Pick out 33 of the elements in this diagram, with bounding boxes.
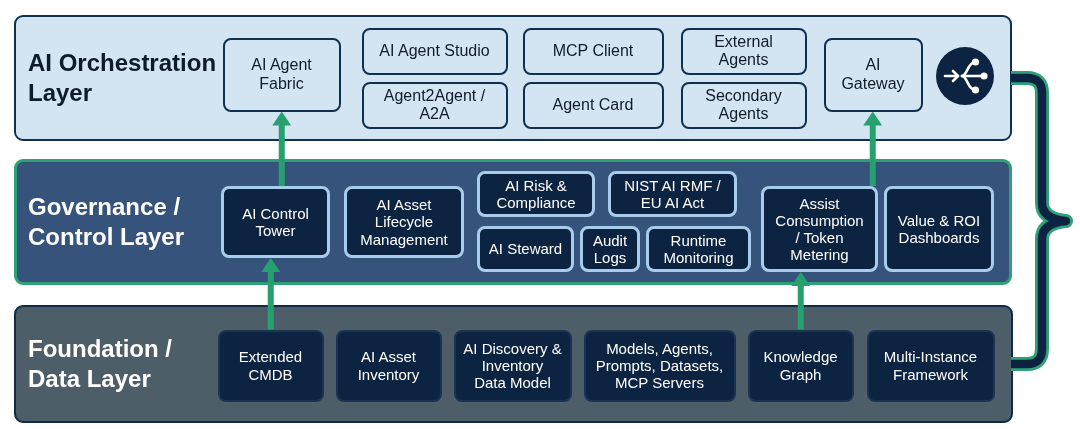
component-card: Knowledge Graph	[747, 329, 854, 402]
component-card: AI Asset Lifecycle Management	[344, 186, 464, 258]
component-card: AI Steward	[477, 226, 574, 272]
component-card: AI Agent Fabric	[222, 37, 341, 112]
component-card: AI Gateway	[823, 37, 923, 112]
layer-band	[14, 305, 1013, 423]
component-card: AI Risk & Compliance	[477, 171, 595, 217]
arrow	[791, 272, 811, 330]
component-card: Runtime Monitoring	[646, 226, 751, 272]
component-card: NIST AI RMF / EU AI Act	[608, 171, 737, 217]
layer-heading: Governance / Control Layer	[28, 192, 186, 252]
component-card: MCP Client	[522, 27, 664, 75]
arrow	[272, 111, 292, 186]
layer-band	[14, 159, 1012, 285]
component-card: Extended CMDB	[217, 329, 324, 402]
component-card: Audit Logs	[580, 226, 640, 272]
component-card: Assist Consumption / Token Metering	[761, 186, 878, 272]
component-card: Agent Card	[522, 81, 664, 129]
component-card: AI Control Tower	[221, 186, 330, 258]
component-card: Value & ROI Dashboards	[884, 186, 994, 272]
layer-band	[14, 15, 1012, 141]
component-card: Models, Agents, Prompts, Datasets, MCP Servers	[583, 329, 736, 402]
layer-heading: Foundation / Data Layer	[28, 334, 173, 394]
component-card: Agent2Agent / A2A	[361, 81, 508, 129]
component-card: AI Discovery & Inventory Data Model	[453, 329, 572, 402]
component-card: External Agents	[680, 27, 807, 75]
arrow	[261, 258, 281, 330]
component-card: Secondary Agents	[680, 81, 807, 129]
arrow	[863, 111, 883, 186]
layer-heading: AI Orchestration Layer	[28, 48, 218, 108]
component-card: AI Asset Inventory	[335, 329, 442, 402]
component-card: Multi-Instance Framework	[866, 329, 995, 402]
component-card: AI Agent Studio	[361, 27, 508, 75]
